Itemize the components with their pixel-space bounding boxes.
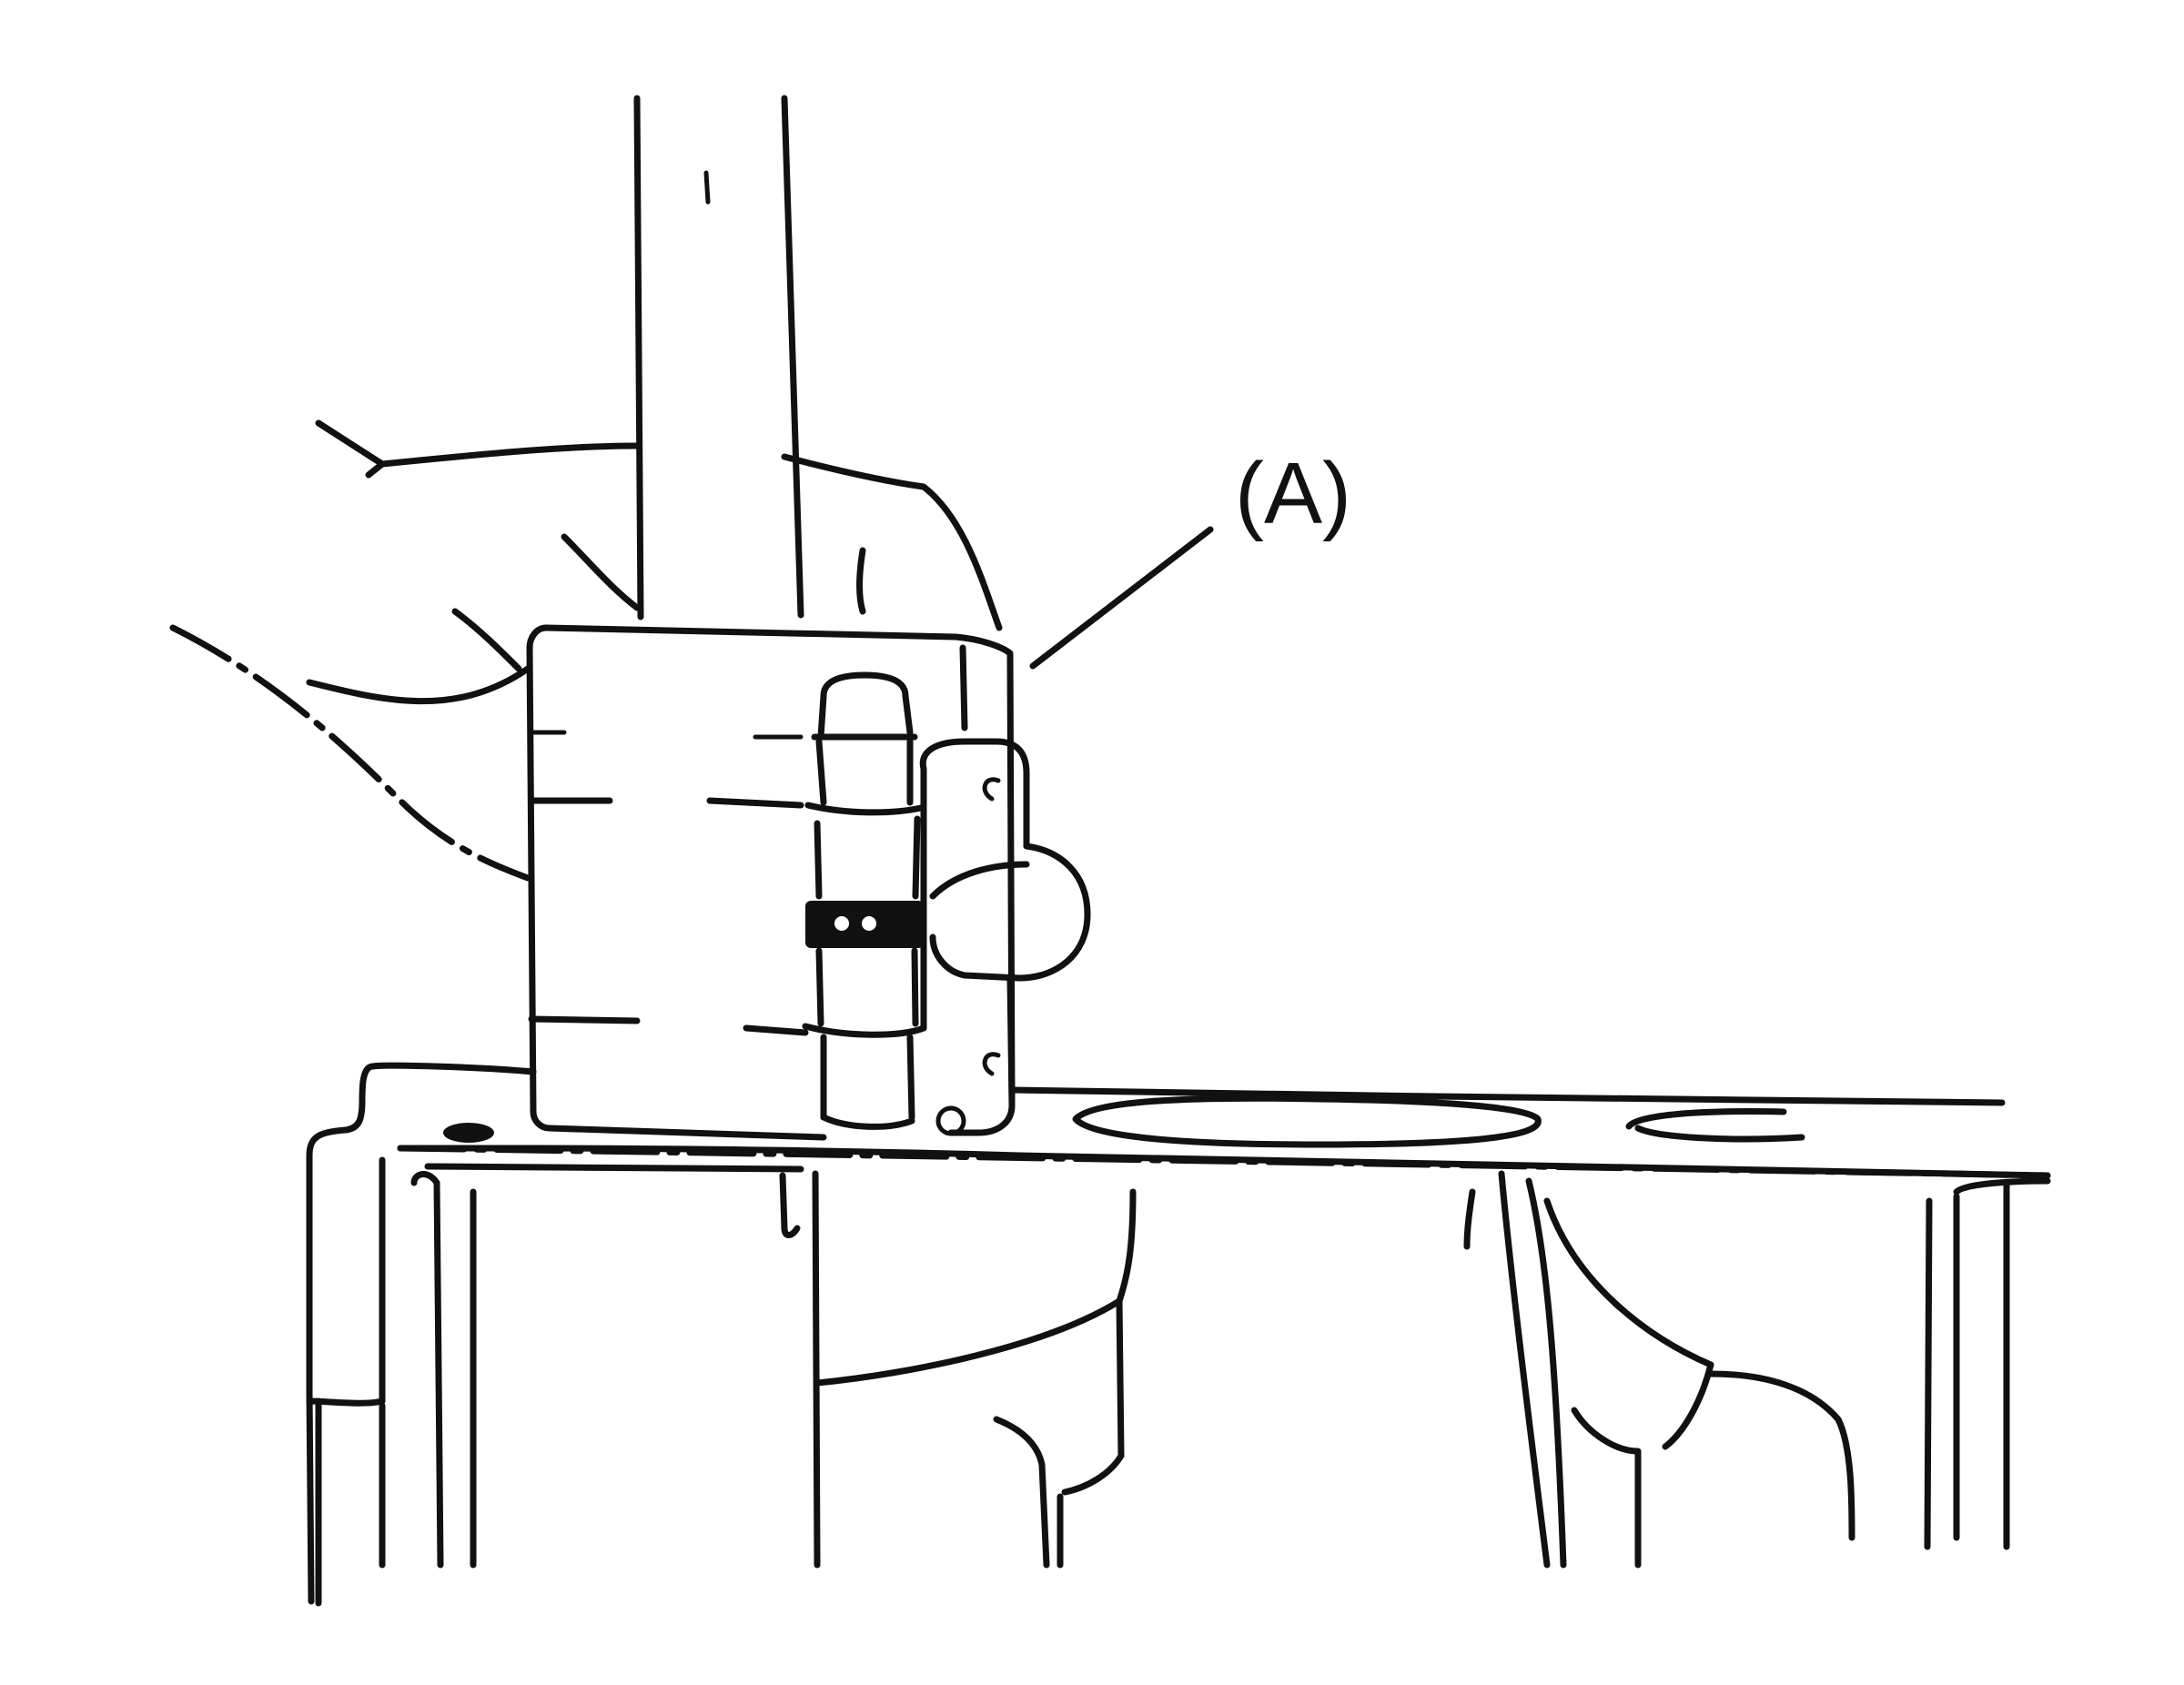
hand [169, 419, 1003, 882]
callout-leader-line [1029, 526, 1214, 670]
tool-clamp [919, 738, 1091, 1136]
callout-label: (A) [1235, 445, 1351, 542]
tool-shaft [633, 95, 804, 621]
valve-spring-assembly [802, 671, 927, 1130]
cylinder-head-block [306, 1062, 2051, 1607]
tool-body [526, 624, 1016, 1141]
